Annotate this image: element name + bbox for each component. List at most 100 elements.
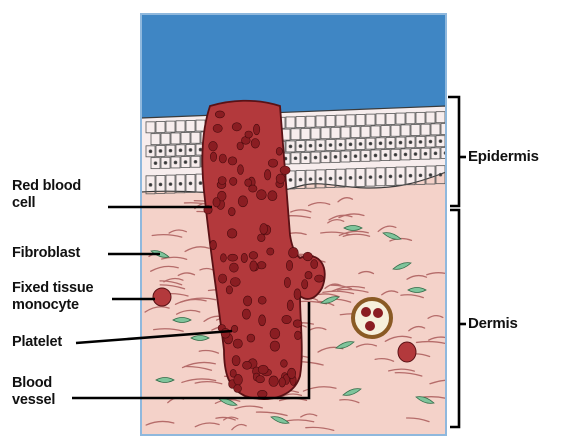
- cell-nucleus: [294, 157, 297, 160]
- cell-nucleus: [169, 183, 172, 186]
- red-blood-cell: [267, 248, 274, 255]
- red-blood-cell: [249, 252, 258, 260]
- red-blood-cell: [219, 274, 227, 283]
- red-blood-cell: [227, 229, 237, 238]
- red-blood-cell: [258, 365, 268, 374]
- red-blood-cell: [230, 278, 240, 287]
- red-blood-cell: [209, 141, 218, 151]
- cell-nucleus: [174, 161, 177, 164]
- red-blood-cell: [256, 376, 265, 383]
- red-blood-cell: [210, 152, 216, 161]
- red-blood-cell: [264, 170, 270, 180]
- cell-nucleus: [439, 173, 442, 176]
- cell-nucleus: [164, 161, 167, 164]
- cell-nucleus: [199, 148, 202, 151]
- red-blood-cell: [228, 254, 238, 261]
- cell-nucleus: [169, 149, 172, 152]
- label-red-blood-cell: Red blood cell: [12, 178, 81, 212]
- cell-nucleus: [349, 143, 352, 146]
- label-fibroblast: Fibroblast: [12, 245, 80, 262]
- red-blood-cell: [282, 315, 292, 323]
- red-blood-cell: [230, 263, 239, 272]
- red-blood-cell: [228, 157, 237, 165]
- cell-nucleus: [179, 149, 182, 152]
- cell-nucleus: [319, 144, 322, 147]
- red-blood-cell: [268, 191, 277, 201]
- red-blood-cell: [257, 190, 267, 200]
- red-blood-cell: [303, 252, 312, 261]
- red-blood-cell: [243, 361, 252, 369]
- red-blood-cell: [251, 139, 259, 149]
- red-blood-cell: [213, 124, 222, 132]
- cell-nucleus: [189, 182, 192, 185]
- cell-nucleus: [409, 141, 412, 144]
- red-blood-cell: [219, 154, 226, 163]
- cell-nucleus: [179, 182, 182, 185]
- cell-nucleus: [399, 175, 402, 178]
- cell-nucleus: [324, 156, 327, 159]
- cell-nucleus: [199, 182, 202, 185]
- red-blood-cell: [284, 277, 290, 287]
- cell-nucleus: [359, 143, 362, 146]
- cell-nucleus: [379, 142, 382, 145]
- red-blood-cell: [276, 147, 282, 155]
- red-blood-cell: [249, 185, 257, 192]
- cell-nucleus: [419, 140, 422, 143]
- cell-nucleus: [194, 160, 197, 163]
- cell-nucleus: [184, 161, 187, 164]
- label-fixed-tissue-monocyte: Fixed tissue monocyte: [12, 280, 93, 314]
- red-blood-cell: [305, 271, 312, 279]
- red-blood-cell: [237, 142, 243, 150]
- cell-nucleus: [409, 174, 412, 177]
- red-blood-cell: [294, 289, 301, 300]
- red-blood-cell: [215, 111, 224, 118]
- cell-nucleus: [339, 143, 342, 146]
- cell-nucleus: [414, 153, 417, 156]
- surface-layer: [141, 14, 446, 118]
- red-blood-cell: [258, 234, 266, 242]
- red-blood-cell: [258, 296, 266, 304]
- cell-nucleus: [424, 152, 427, 155]
- label-epidermis: Epidermis: [468, 148, 539, 165]
- label-dermis: Dermis: [468, 315, 518, 332]
- capillary: [353, 299, 391, 337]
- red-blood-cell: [230, 177, 237, 185]
- red-blood-cell: [270, 341, 280, 351]
- red-blood-cell: [289, 247, 299, 258]
- cell-nucleus: [149, 150, 152, 153]
- cell-nucleus: [189, 149, 192, 152]
- red-blood-cell: [233, 339, 242, 348]
- red-blood-cell: [250, 261, 257, 271]
- cell-nucleus: [309, 144, 312, 147]
- red-blood-cell: [226, 286, 232, 294]
- cell-nucleus: [389, 142, 392, 145]
- red-blood-cell: [210, 240, 217, 249]
- red-blood-cell: [245, 131, 253, 138]
- cell-nucleus: [374, 154, 377, 157]
- red-blood-cell: [315, 275, 324, 282]
- cell-nucleus: [404, 153, 407, 156]
- red-blood-cell: [311, 260, 318, 269]
- cell-nucleus: [329, 144, 332, 147]
- red-blood-cell: [276, 174, 285, 184]
- cell-nucleus: [359, 176, 362, 179]
- red-blood-cell: [302, 280, 308, 289]
- red-blood-cell: [268, 159, 277, 167]
- red-blood-cell: [269, 376, 278, 387]
- cell-nucleus: [289, 179, 292, 182]
- red-blood-cell: [243, 296, 251, 306]
- cell-nucleus: [364, 154, 367, 157]
- cell-nucleus: [354, 155, 357, 158]
- red-blood-cell: [287, 300, 293, 311]
- cell-nucleus: [334, 155, 337, 158]
- red-blood-cell: [288, 368, 296, 378]
- cell-nucleus: [159, 183, 162, 186]
- cell-nucleus: [344, 155, 347, 158]
- red-blood-cell: [220, 254, 226, 262]
- cell-nucleus: [304, 157, 307, 160]
- cell-nucleus: [319, 177, 322, 180]
- cell-nucleus: [379, 175, 382, 178]
- cell-nucleus: [394, 153, 397, 156]
- label-blood-vessel: Blood vessel: [12, 375, 55, 409]
- bracket-dermis: [450, 210, 459, 427]
